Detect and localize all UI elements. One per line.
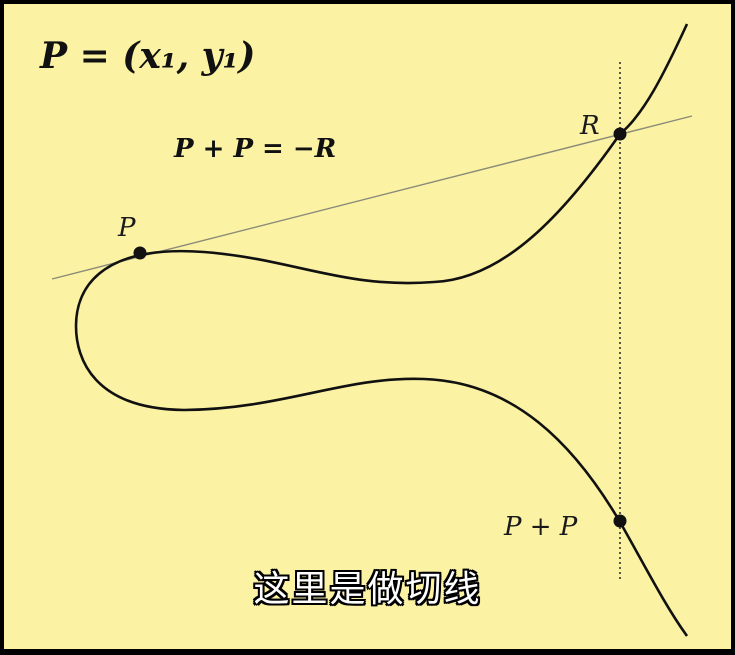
point-r-label: R <box>579 111 600 141</box>
point-p-dot <box>133 246 147 260</box>
elliptic-curve-diagram: P R P + P P = (x₁, y₁) P + P = −R <box>39 23 693 637</box>
point-p-label: P <box>117 213 136 243</box>
point-p-plus-p-dot <box>613 514 627 528</box>
point-r-dot <box>613 127 627 141</box>
slide-frame: P R P + P P = (x₁, y₁) P + P = −R 这里是做切线 <box>4 4 731 649</box>
point-p-plus-p-label: P + P <box>503 512 578 542</box>
elliptic-curve <box>74 23 689 637</box>
formula-point-definition: P = (x₁, y₁) <box>39 35 255 77</box>
video-subtitle: 这里是做切线 <box>253 569 482 610</box>
formula-point-doubling: P + P = −R <box>173 134 336 164</box>
